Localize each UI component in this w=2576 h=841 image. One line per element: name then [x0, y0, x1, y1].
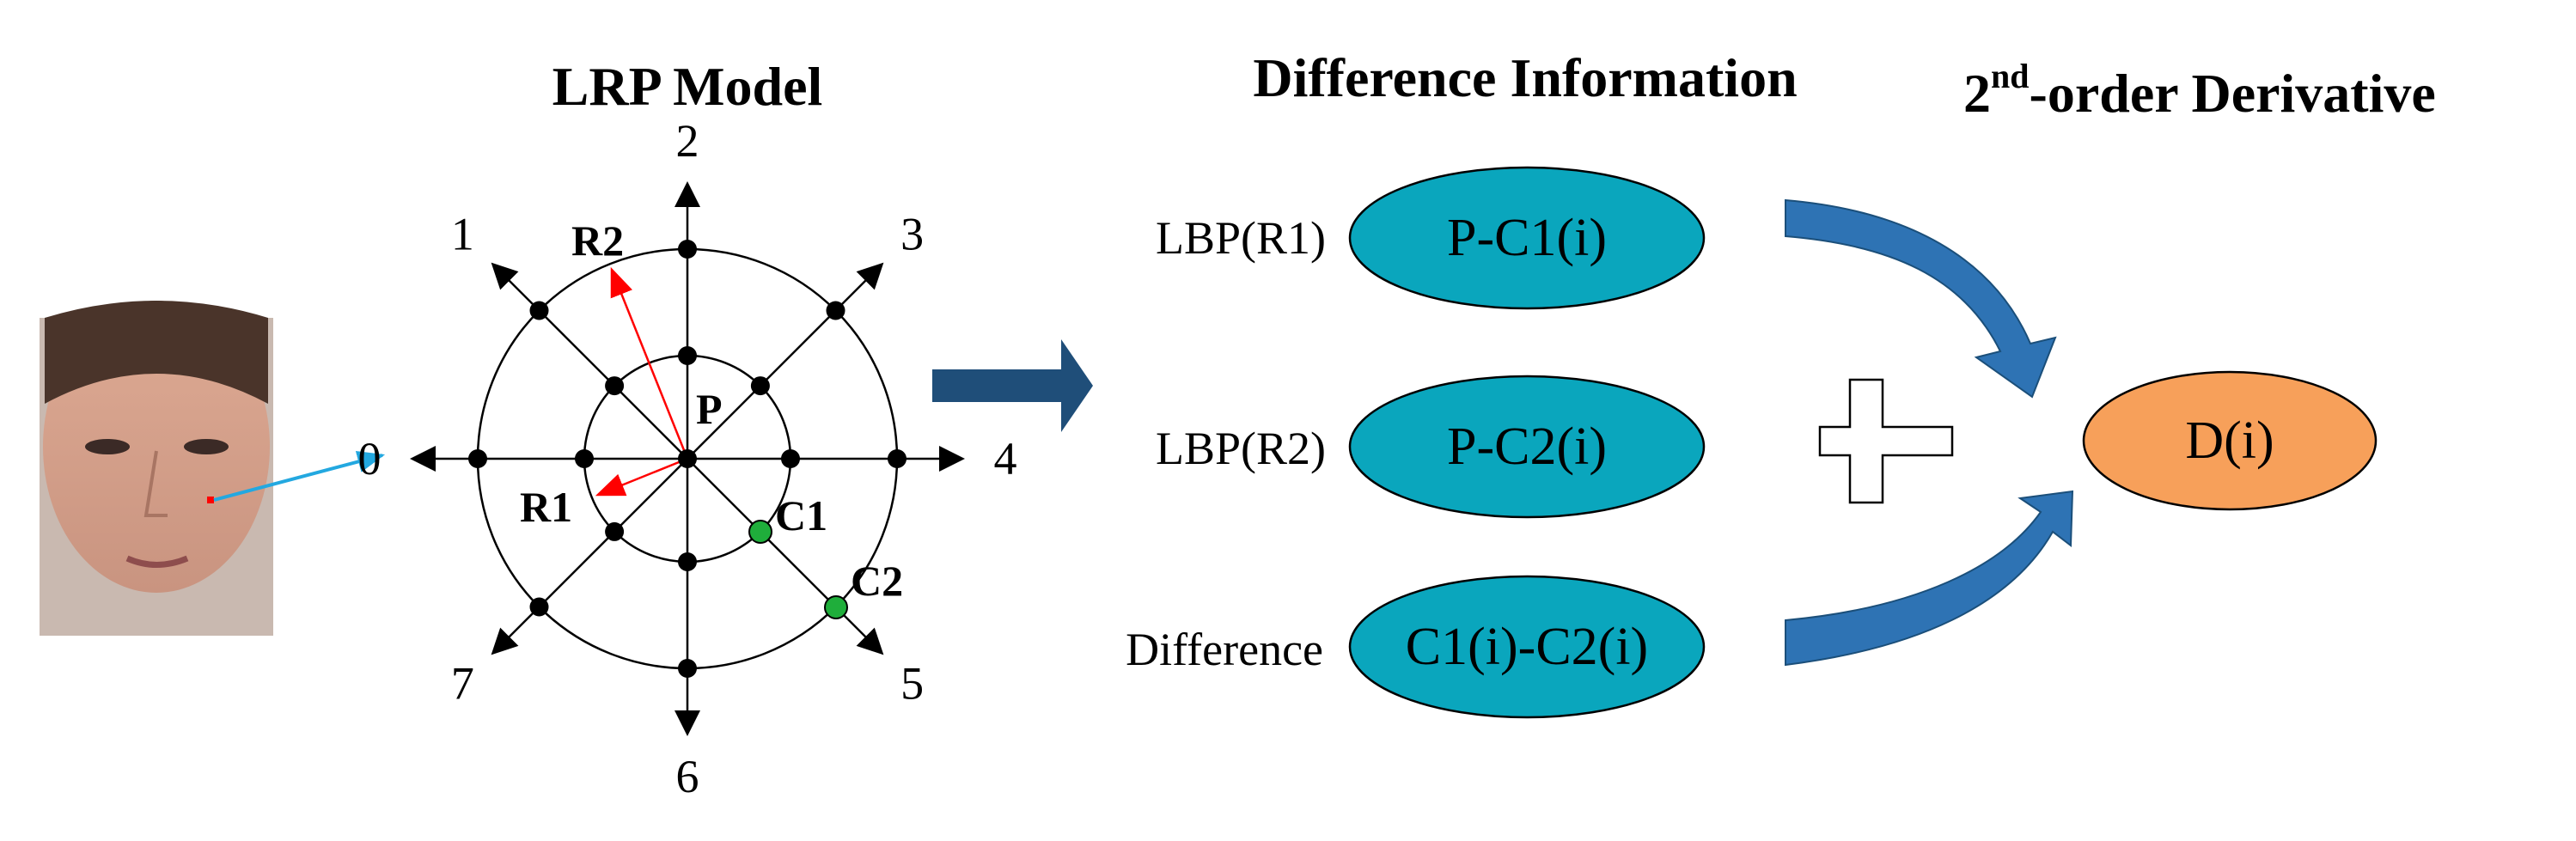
node-c1-c2-label: C1(i)-C2(i): [1406, 618, 1648, 676]
node-d-label: D(i): [2185, 411, 2274, 470]
node-p-c2-label: P-C2(i): [1447, 417, 1607, 476]
c2-label: C2: [851, 557, 903, 605]
direction-label-2: 2: [676, 115, 699, 167]
row-label-lbp-r2: LBP(R2): [1156, 423, 1326, 474]
node-d: D(i): [2082, 370, 2378, 511]
direction-label-5: 5: [900, 658, 924, 710]
r2-label: R2: [571, 216, 624, 265]
outer-neighbor-1: [529, 301, 549, 320]
direction-label-4: 4: [994, 433, 1017, 484]
face-image: [40, 301, 273, 636]
direction-label-1: 1: [451, 208, 474, 259]
inner-neighbor-1: [605, 376, 625, 396]
node-c1-c2: C1(i)-C2(i): [1348, 575, 1706, 719]
inner-neighbor-2: [678, 346, 697, 365]
upper-curved-arrow: [1785, 198, 2057, 399]
inner-neighbor-4: [781, 449, 800, 468]
r2-radius-arrow: [610, 266, 689, 460]
node-p-c2: P-C2(i): [1348, 375, 1706, 519]
center-label: P: [696, 385, 723, 433]
lrp-spoke-3: [687, 262, 884, 460]
lrp-spoke-5: [687, 458, 884, 655]
direction-label-6: 6: [676, 751, 699, 802]
lrp-spoke-1: [491, 262, 688, 460]
derivative-title: 2nd-order Derivative: [1963, 57, 2436, 124]
r1-radius-arrow: [595, 457, 688, 497]
direction-label-3: 3: [900, 208, 924, 259]
derivative-title-rest: -order Derivative: [2030, 63, 2436, 124]
c1-label: C1: [775, 491, 827, 539]
difference-information-title: Difference Information: [1253, 47, 1797, 108]
lower-curved-arrow: [1785, 490, 2074, 667]
derivative-title-superscript: nd: [1991, 57, 2030, 95]
outer-neighbor-0: [468, 449, 487, 468]
inner-neighbor-7: [605, 521, 625, 541]
lrp-to-difference-arrow: [932, 339, 1093, 432]
face-point-marker: [207, 497, 214, 503]
outer-neighbor-3: [826, 301, 845, 320]
c1-point: [748, 520, 772, 544]
center-point: [678, 449, 697, 468]
node-p-c1-label: P-C1(i): [1447, 209, 1607, 267]
outer-neighbor-4: [888, 449, 906, 468]
node-p-c1: P-C1(i): [1348, 166, 1706, 310]
lrp-model-title: LRP Model: [552, 56, 823, 117]
outer-neighbor-7: [529, 597, 549, 617]
outer-neighbor-2: [678, 240, 697, 259]
plus-icon: [1818, 378, 1954, 504]
derivative-title-number: 2: [1963, 63, 1991, 124]
lrp-spoke-7: [491, 458, 688, 655]
r1-label: R1: [520, 483, 572, 531]
inner-neighbor-0: [575, 449, 594, 468]
row-label-lbp-r1: LBP(R1): [1156, 212, 1326, 264]
face-to-lrp-arrow: [213, 451, 386, 502]
inner-neighbor-3: [750, 376, 770, 396]
inner-neighbor-6: [678, 552, 697, 571]
row-label-difference: Difference: [1126, 624, 1323, 675]
outer-neighbor-6: [678, 659, 697, 678]
lrp-model: 0 1 2 3 4 5 6 7 P R2 R1 C1 C2: [358, 115, 1017, 802]
direction-label-7: 7: [451, 658, 474, 710]
direction-label-0: 0: [358, 433, 382, 484]
c2-point: [824, 595, 848, 619]
